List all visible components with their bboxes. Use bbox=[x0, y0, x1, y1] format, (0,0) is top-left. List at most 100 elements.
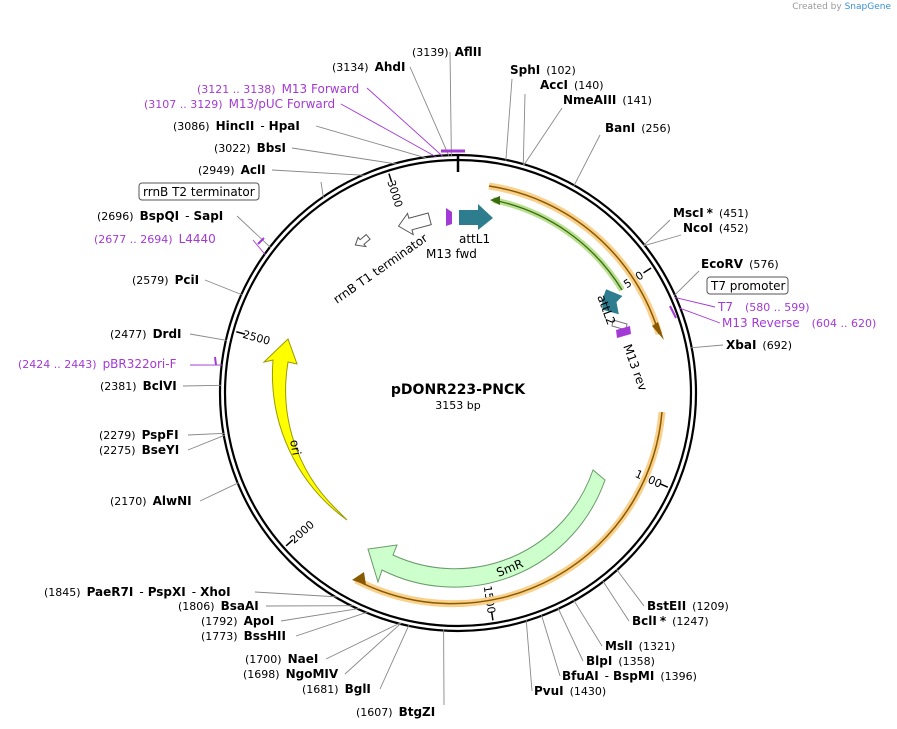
connector-acci bbox=[522, 93, 526, 166]
green-arc-arrow bbox=[490, 196, 500, 205]
tick-label-3000: 3000 bbox=[384, 178, 405, 209]
tick-label-2000: 2000 bbox=[287, 518, 317, 546]
m13-rev-marker bbox=[616, 326, 631, 338]
site-bsteii-pos: (1209) bbox=[692, 600, 729, 613]
connector-bgli bbox=[379, 624, 410, 690]
site-paer7i-pos: (1845) bbox=[44, 586, 81, 599]
site-bbsi-name: BbsI bbox=[257, 141, 286, 155]
connector-ahdi bbox=[409, 66, 450, 157]
site-naei-name: NaeI bbox=[288, 652, 319, 666]
site-xhoi-name: XhoI bbox=[200, 585, 231, 599]
site-ncoi: NcoI(452) bbox=[683, 221, 748, 235]
site-drdi: (2477)DrdI bbox=[110, 327, 182, 341]
connector-t7 bbox=[674, 297, 716, 308]
connector-drdi bbox=[189, 333, 227, 341]
site-msci: MscI*(451) bbox=[673, 206, 749, 220]
site-pcii-name: PciI bbox=[175, 273, 200, 287]
ori-feature bbox=[262, 338, 348, 521]
site-bbsi-pos: (3022) bbox=[214, 142, 251, 155]
site-bsteii: BstEII (1209) bbox=[647, 599, 729, 613]
site-pvui-name: PvuI bbox=[534, 684, 564, 698]
tick-label-2500: 2500 bbox=[241, 328, 271, 348]
site-ahdi-name: AhdI bbox=[375, 60, 406, 74]
site-bani-pos: (256) bbox=[641, 122, 671, 135]
site-drdi-pos: (2477) bbox=[110, 328, 147, 341]
site-bseyi-pos: (2275) bbox=[99, 444, 136, 457]
rrnb-t1-label: rrnB T1 terminator bbox=[331, 231, 431, 307]
site-naei: (1700) NaeI bbox=[245, 652, 318, 666]
t7-promoter-label: T7 promoter bbox=[710, 279, 786, 293]
site-blpi-name: BlpI bbox=[586, 654, 612, 668]
site-pspxi-name: PspXI bbox=[148, 585, 186, 599]
green-arc-line bbox=[492, 199, 623, 291]
site-labels: (3139)AflII (3134)AhdI (3121 .. 3138)M13… bbox=[18, 45, 876, 719]
site-sapi-name: SapI bbox=[193, 209, 223, 223]
site-apoi: (1792)ApoI bbox=[201, 614, 274, 628]
connector-bsshii bbox=[295, 611, 368, 637]
primer-m13puc-forward-range: (3107 .. 3129) bbox=[144, 98, 223, 111]
connector-m13rev bbox=[679, 307, 721, 324]
site-alwni-pos: (2170) bbox=[110, 495, 147, 508]
l4440-primer-bar bbox=[257, 237, 265, 245]
site-msli-name: MslI bbox=[605, 639, 633, 653]
site-bgli-name: BglI bbox=[345, 682, 371, 696]
site-msci-pos: (451) bbox=[719, 207, 749, 220]
connector-ecorv bbox=[673, 270, 700, 297]
site-bbsi: (3022) BbsI bbox=[214, 141, 286, 155]
site-ngomiv-name: NgoMIV bbox=[286, 667, 339, 681]
site-apoi-name: ApoI bbox=[244, 614, 275, 628]
connector-blpi bbox=[557, 607, 584, 662]
site-acli: (2949)AclI bbox=[198, 163, 266, 177]
site-xbai-name: XbaI bbox=[726, 338, 756, 352]
feature-band-top-arrow bbox=[652, 322, 664, 340]
site-btgzi-pos: (1607) bbox=[356, 706, 393, 719]
site-aflii-name: AflII bbox=[455, 45, 482, 59]
connector-aflii bbox=[449, 51, 452, 157]
m13-fwd-label: M13 fwd bbox=[426, 247, 477, 261]
connector-l4440 bbox=[252, 239, 266, 256]
feature-band-bottom-arrow bbox=[352, 572, 366, 585]
connector-bani bbox=[573, 134, 601, 187]
site-bsteii-name: BstEII bbox=[647, 599, 686, 613]
site-hpai-name: HpaI bbox=[269, 119, 300, 133]
connector-pvui bbox=[525, 619, 533, 692]
site-bsaai: (1806)BsaAI bbox=[178, 599, 259, 613]
pbr322-primer-bar bbox=[214, 356, 217, 366]
site-bani: BanI(256) bbox=[605, 121, 671, 135]
site-ecorv-name: EcoRV bbox=[701, 257, 744, 271]
site-ecorv: EcoRV(576) bbox=[701, 257, 779, 271]
connector-m13fwd bbox=[366, 87, 444, 157]
primer-t7-name: T7 bbox=[717, 300, 733, 314]
site-naei-pos: (1700) bbox=[245, 653, 282, 666]
site-pcii: (2579) PciI bbox=[132, 273, 199, 287]
connector-hincii bbox=[315, 125, 427, 159]
site-pcii-pos: (2579) bbox=[132, 274, 169, 287]
primer-m13-forward-name: M13 Forward bbox=[282, 82, 360, 96]
site-sphi-pos: (102) bbox=[546, 64, 576, 77]
site-ngomiv: (1698)NgoMIV bbox=[243, 667, 339, 681]
primer-m13-reverse: M13 Reverse(604 .. 620) bbox=[722, 316, 876, 330]
smr-feature bbox=[367, 469, 606, 588]
site-xbai: XbaI(692) bbox=[726, 338, 792, 352]
site-alwni: (2170)AlwNI bbox=[110, 494, 192, 508]
site-bspqi-sapi: (2696)BspQI-SapI bbox=[97, 209, 223, 223]
rrnb-t2-label: rrnB T2 terminator bbox=[143, 185, 255, 199]
site-bsshii: (1773)BssHII bbox=[201, 629, 286, 643]
connector-ncoi bbox=[643, 234, 682, 247]
connector-bseyi bbox=[187, 434, 225, 451]
feature-band-bottom-line bbox=[355, 411, 663, 605]
site-bclvi-name: BclVI bbox=[143, 379, 177, 393]
site-bsaai-pos: (1806) bbox=[178, 600, 215, 613]
rrnb-t2-box bbox=[138, 182, 260, 201]
tick-mark-1000 bbox=[659, 482, 669, 488]
primer-m13-forward-range: (3121 .. 3138) bbox=[197, 83, 276, 96]
site-hincii-hpai: (3086)HincII-HpaI bbox=[173, 119, 300, 133]
tick-mark-2000 bbox=[285, 539, 294, 547]
site-bseyi: (2275)BseYI bbox=[99, 443, 179, 457]
site-bcli-pos: (1247) bbox=[672, 615, 709, 628]
site-bclvi: (2381)BclVI bbox=[100, 379, 177, 393]
t7-primer-bar bbox=[669, 305, 677, 319]
attl2-arrow bbox=[602, 289, 623, 315]
site-msci-name: MscI bbox=[673, 206, 704, 220]
site-connectors bbox=[182, 51, 724, 706]
